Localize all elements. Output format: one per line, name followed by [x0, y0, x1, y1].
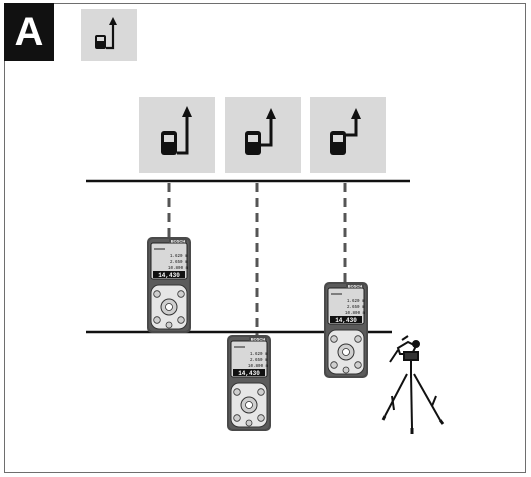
mode-button-2	[225, 97, 301, 173]
mode-button-3	[310, 97, 386, 173]
tripod	[381, 335, 445, 434]
figure-label: A	[4, 3, 54, 61]
laser-device-1	[146, 236, 192, 334]
mode-button-1	[139, 97, 215, 173]
figure-frame	[4, 3, 526, 473]
reference-rear-edge-icon	[95, 17, 117, 50]
reference-rear-edge-icon	[161, 106, 192, 155]
laser-device-3	[323, 281, 369, 379]
mode-indicator	[81, 9, 137, 61]
reference-rear-edge-icon	[330, 108, 361, 155]
laser-device-2	[226, 334, 272, 432]
reference-rear-edge-icon	[245, 108, 276, 155]
